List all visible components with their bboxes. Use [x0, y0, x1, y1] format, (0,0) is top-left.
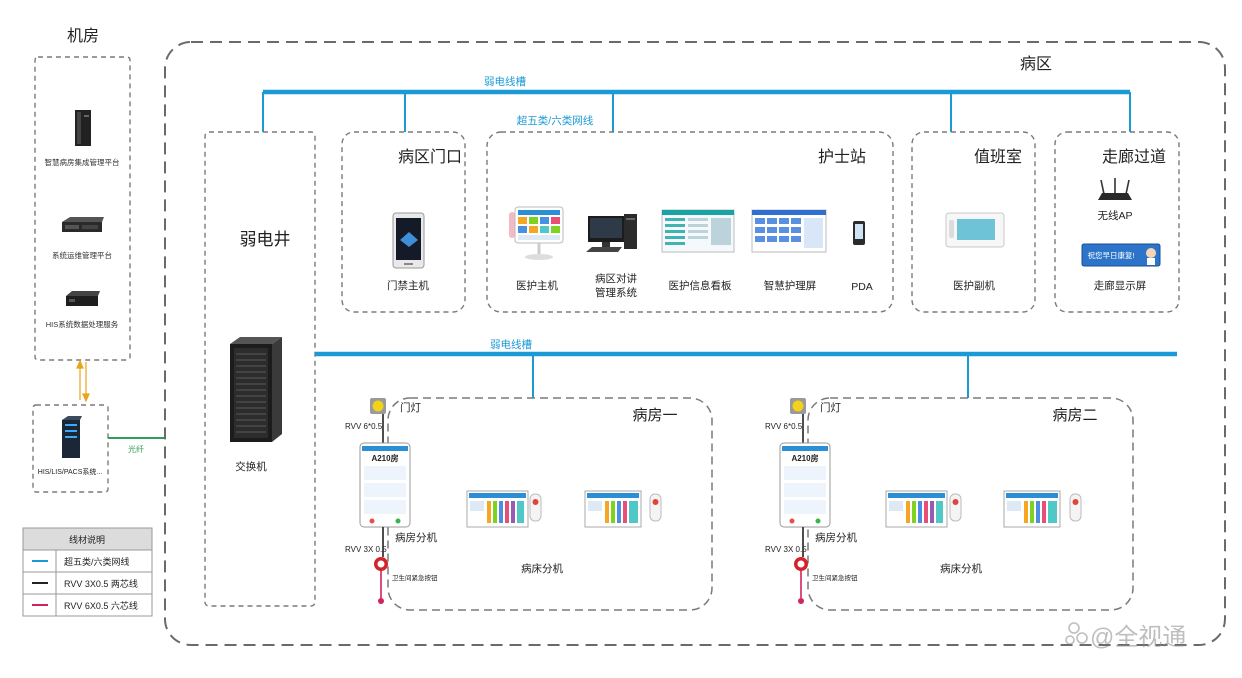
bed-screen-icon [584, 490, 642, 528]
medical-master-station-icon [509, 206, 564, 260]
bed-handset-icon [649, 493, 662, 522]
top-cable-tray-label: 弱电线槽 [484, 75, 526, 88]
room-2-panel-label: 病房分机 [815, 531, 857, 544]
room-2-door-cable-label: RVV 6*0.5 [765, 422, 803, 431]
corridor-display-text: 祝您早日康复! [1087, 250, 1134, 260]
brand-logo-icon [1065, 622, 1088, 645]
bed-handset-icon [1069, 493, 1082, 522]
watermark: @全视通 [1065, 622, 1186, 651]
emergency-button-icon [374, 557, 388, 571]
mid-cable-tray-label: 弱电线槽 [490, 338, 532, 351]
duty-room-device-label: 医护副机 [953, 279, 995, 292]
entrance-box [341, 131, 466, 313]
watermark-text: @全视通 [1090, 624, 1186, 651]
bed-screen-icon [885, 490, 948, 528]
nurse-device-label-pda: PDA [851, 281, 873, 293]
nurse-device-label-master: 医护主机 [516, 279, 558, 292]
box-server-icon [66, 291, 100, 306]
server-label-ops-platform: 系统运维管理平台 [52, 250, 112, 260]
shaft-box [204, 131, 316, 607]
nurse-device-label-intercom-2: 管理系统 [595, 286, 637, 299]
machine-room-box [34, 56, 131, 361]
room-2-door-light-label: 门灯 [820, 401, 841, 414]
room-2-bed-label: 病床分机 [940, 562, 982, 575]
room-1-bed-label: 病床分机 [521, 562, 563, 575]
desktop-computer-icon [586, 214, 637, 252]
external-system-box [32, 404, 109, 493]
ward-boundary [164, 41, 1226, 646]
room-2-emergency-label: 卫生间紧急按钮 [812, 573, 858, 582]
pull-cord-handle-icon [798, 598, 804, 604]
room-2-title: 病房二 [1052, 407, 1097, 424]
data-exchange-arrows [76, 359, 90, 403]
room-1-emergency-label: 卫生间紧急按钮 [392, 573, 438, 582]
legend-label-2core: RVV 3X0.5 两芯线 [64, 578, 138, 589]
external-system-label: HIS/LIS/PACS系统... [38, 467, 102, 476]
duty-room-box [911, 131, 1036, 313]
room-2-bath-cable-label: RVV 3X 0.5 [765, 545, 807, 554]
bed-handset-icon [529, 493, 542, 522]
legend-label-network: 超五类/六类网线 [64, 556, 130, 567]
room-1-bath-cable-label: RVV 3X 0.5 [345, 545, 387, 554]
entrance-device-label: 门禁主机 [387, 279, 429, 292]
access-control-tablet-icon [392, 212, 425, 269]
nurse-device-label-info-board: 医护信息看板 [669, 279, 732, 292]
room-1-panel-room-number: A210房 [371, 453, 398, 463]
emergency-button-icon [794, 557, 808, 571]
room-terminal-panel-icon: A210房 [779, 442, 831, 528]
room-terminal-panel-icon: A210房 [359, 442, 411, 528]
pull-cord-handle-icon [378, 598, 384, 604]
ward-room-2: 病房二 门灯 RVV 6*0.5 A210房 病房分机 RVV 3X 0.5 卫… [765, 397, 1134, 611]
legend-title: 线材说明 [69, 534, 105, 545]
server-label-integration-platform: 智慧病房集成管理平台 [45, 157, 120, 167]
info-board-screen-icon [661, 209, 735, 253]
corridor-box [1054, 131, 1180, 313]
legend-label-6core: RVV 6X0.5 六芯线 [64, 600, 138, 611]
corridor-title: 走廊过道 [1102, 148, 1166, 166]
nurse-device-label-intercom-1: 病区对讲 [595, 272, 637, 285]
fiber-link-label: 光纤 [128, 444, 144, 454]
network-switch-rack-icon [230, 337, 282, 442]
duty-room-title: 值班室 [974, 148, 1022, 166]
sub-station-icon [945, 212, 1005, 248]
entrance-title: 病区门口 [398, 148, 462, 166]
ward-title: 病区 [1020, 55, 1052, 73]
network-cable-label: 超五类/六类网线 [517, 114, 594, 127]
corridor-display-label: 走廊显示屏 [1094, 279, 1147, 292]
switch-label: 交换机 [235, 460, 267, 473]
wireless-router-icon [1098, 178, 1132, 200]
room-1-panel-label: 病房分机 [395, 531, 437, 544]
nurse-station-box [486, 131, 894, 313]
door-light-icon [370, 398, 386, 414]
server-icon [62, 416, 82, 458]
door-light-icon [790, 398, 806, 414]
cable-legend: 线材说明 超五类/六类网线 RVV 3X0.5 两芯线 RVV 6X0.5 六芯… [22, 527, 153, 617]
corridor-display-icon: 祝您早日康复! [1081, 243, 1161, 267]
ward-room-1: 病房一 门灯 RVV 6*0.5 A210房 病房分机 RVV 3X 0.5 卫… [345, 397, 713, 611]
server-label-his-service: HIS系统数据处理服务 [46, 319, 119, 329]
rack-server-icon [62, 217, 104, 232]
room-1-door-cable-label: RVV 6*0.5 [345, 422, 383, 431]
corridor-ap-label: 无线AP [1097, 209, 1132, 222]
nurse-device-label-nursing-screen: 智慧护理屏 [764, 279, 817, 292]
machine-room-title: 机房 [67, 27, 99, 45]
bed-handset-icon [949, 493, 962, 522]
room-1-title: 病房一 [632, 407, 677, 424]
smart-nursing-screen-icon [751, 209, 827, 253]
room-1-door-light-label: 门灯 [400, 401, 421, 414]
tower-server-icon [75, 110, 91, 146]
nurse-station-title: 护士站 [818, 148, 866, 166]
bed-screen-icon [1003, 490, 1061, 528]
bed-screen-icon [466, 490, 529, 528]
room-2-panel-room-number: A210房 [791, 453, 818, 463]
pda-icon [853, 221, 865, 245]
shaft-title: 弱电井 [240, 230, 291, 249]
